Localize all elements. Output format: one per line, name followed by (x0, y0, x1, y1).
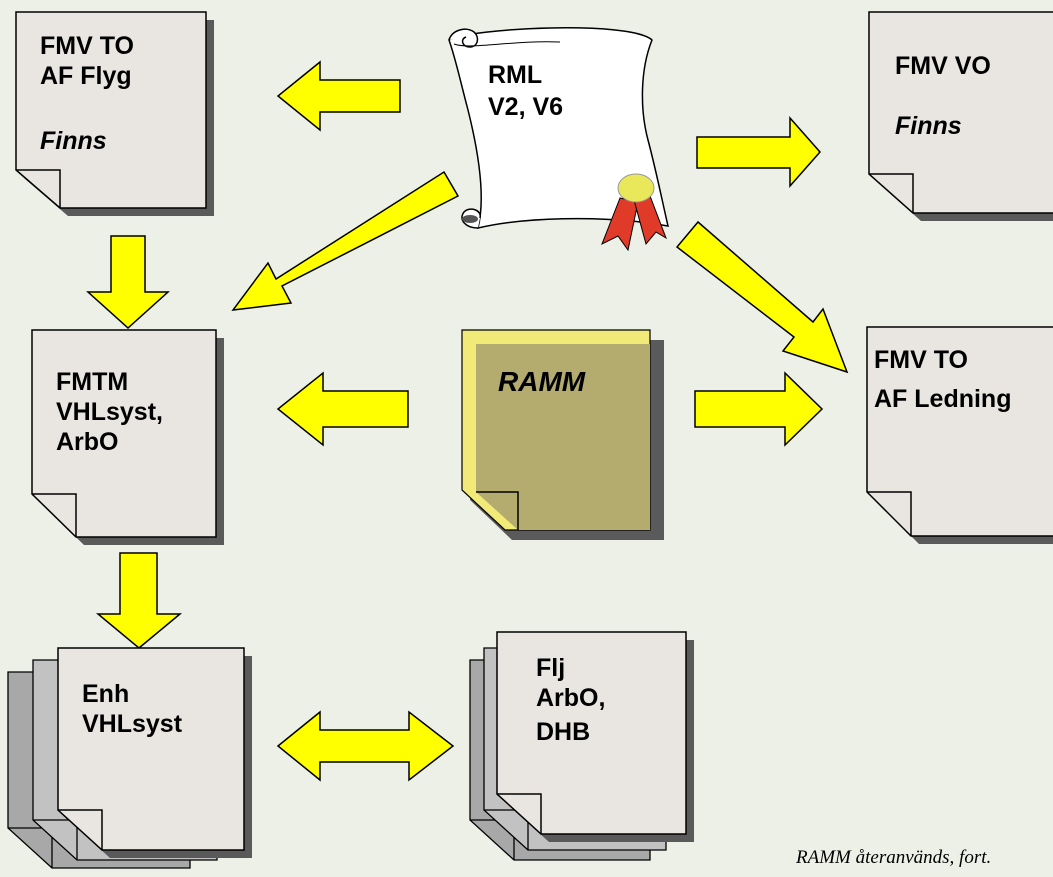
doc-ramm: RAMM (461, 329, 664, 540)
doc-stack-enh-vhlsyst: Enh VHLsyst (7, 647, 252, 869)
arrow-flyg-to-fmtm (86, 235, 170, 330)
doc-fmtm-line1: FMTM (56, 368, 128, 396)
arrow-ramm-to-ledning (694, 371, 824, 447)
doc-fmv-vo: FMV VO Finns (868, 11, 1053, 221)
arrow-ramm-to-fmtm (276, 371, 409, 447)
doc-fmv-vo-status: Finns (895, 112, 962, 140)
doc-rml-scroll: RML V2, V6 (448, 27, 669, 252)
doc-enh-line1: Enh (82, 680, 129, 708)
doc-fmtm-line3: ArbO (56, 428, 119, 456)
arrow-rml-to-ledning (675, 220, 849, 374)
doc-fmv-to-af-ledning-line2: AF Ledning (874, 385, 1011, 413)
doc-fmv-to-af-ledning: FMV TO AF Ledning (866, 326, 1053, 544)
doc-fmv-to-af-flyg: FMV TO AF Flyg Finns (15, 11, 214, 216)
caption-text: RAMM återanvänds, fort. (795, 847, 991, 868)
doc-fmv-to-af-ledning-line1: FMV TO (874, 346, 968, 374)
doc-flj-line3: DHB (536, 718, 590, 746)
doc-flj-line2: ArbO, (536, 684, 605, 712)
arrow-rml-to-flyg (276, 60, 401, 132)
doc-fmtm-line2: VHLsyst, (56, 398, 163, 426)
doc-rml-line2: V2, V6 (488, 93, 563, 121)
doc-fmv-vo-line1: FMV VO (895, 52, 991, 80)
doc-fmtm: FMTM VHLsyst, ArbO (31, 329, 224, 545)
doc-fmv-to-af-flyg-status: Finns (40, 127, 107, 155)
arrow-rml-to-fmtm (231, 170, 460, 311)
arrow-fmtm-to-enh (95, 552, 183, 649)
doc-enh-line2: VHLsyst (82, 710, 183, 738)
doc-fmv-to-af-flyg-line2: AF Flyg (40, 62, 132, 90)
doc-ramm-label: RAMM (498, 366, 586, 397)
arrow-enh-flj-bidirectional (276, 710, 455, 782)
arrow-rml-to-vo (696, 116, 822, 188)
doc-fmv-to-af-flyg-line1: FMV TO (40, 32, 134, 60)
doc-rml-line1: RML (488, 61, 542, 89)
doc-flj-line1: Flj (536, 654, 565, 682)
doc-stack-flj-arbo-dhb: Flj ArbO, DHB (469, 631, 694, 861)
